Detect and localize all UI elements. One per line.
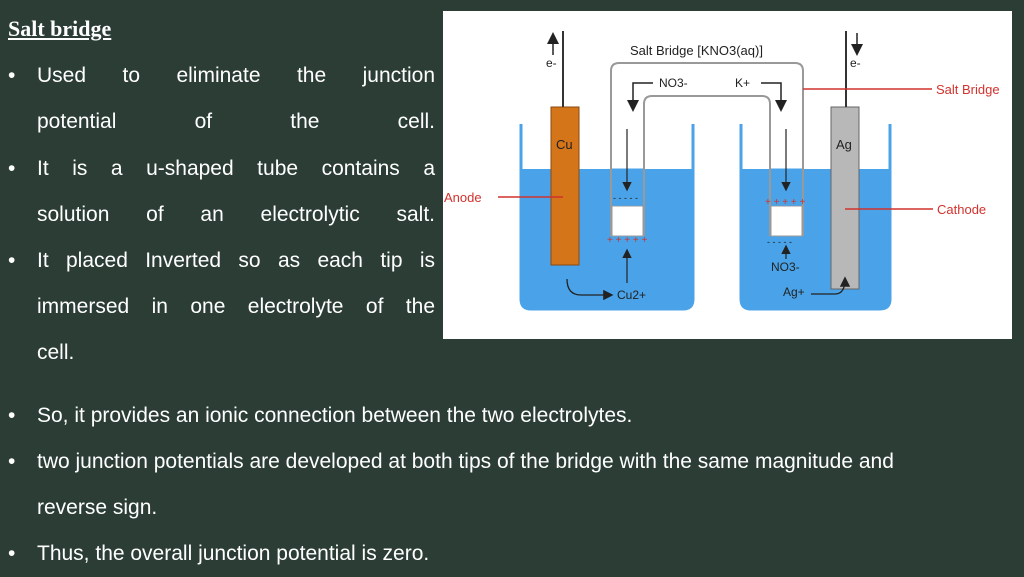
charges-left-top: - - - - -: [613, 193, 638, 203]
bullet-item: • It placed Inverted so as each tip is i…: [8, 238, 435, 376]
label-salt-bridge: Salt Bridge: [936, 82, 1000, 97]
bullet-item: • Used to eliminate the junction potenti…: [8, 53, 435, 145]
ion-ag: Ag+: [783, 285, 805, 299]
right-beaker: [739, 124, 892, 311]
ion-no3-bottom: NO3-: [771, 260, 800, 274]
bullet-text: It is a u-shaped tube contains a solutio…: [37, 157, 435, 226]
bullet-text: Used to eliminate the junction potential…: [37, 64, 435, 133]
bullet-item: • It is a u-shaped tube contains a solut…: [8, 146, 435, 238]
ion-cu: Cu2+: [617, 288, 646, 302]
bullet-dot: •: [8, 157, 16, 180]
electron-right-label: e-: [850, 56, 861, 70]
bullet-dot: •: [8, 542, 16, 565]
bullet-dot: •: [8, 64, 16, 87]
copper-electrode: [550, 106, 580, 266]
bullet-dot: •: [8, 249, 16, 272]
bullet-dot: •: [8, 404, 16, 427]
galvanic-cell-diagram: Cu Ag e- e- Salt Bridge [KNO3(aq)] NO3- …: [443, 11, 1012, 339]
bullet-dot: •: [8, 450, 16, 473]
charges-left-bottom: + + + + +: [607, 235, 647, 246]
charges-right-top: + + + + +: [765, 197, 805, 208]
electrode-cu-label: Cu: [556, 137, 573, 152]
salt-bridge-tube: [610, 62, 804, 237]
label-anode: Anode: [444, 190, 482, 205]
bullet-text: two junction potentials are developed at…: [37, 450, 894, 519]
ion-no3-top: NO3-: [659, 76, 688, 90]
electron-left-label: e-: [546, 56, 557, 70]
bullet-item: • Thus, the overall junction potential i…: [8, 531, 1018, 577]
bullet-item: • two junction potentials are developed …: [8, 439, 1018, 531]
bullet-item: • So, it provides an ionic connection be…: [8, 393, 1018, 439]
slide-title: Salt bridge: [8, 16, 112, 41]
bullet-text: It placed Inverted so as each tip is imm…: [37, 249, 435, 364]
salt-bridge-title: Salt Bridge [KNO3(aq)]: [630, 43, 763, 58]
ion-k-top: K+: [735, 76, 750, 90]
charges-right-bottom: - - - - -: [767, 237, 792, 247]
electrode-ag-label: Ag: [836, 137, 852, 152]
left-beaker: [519, 124, 695, 311]
bullet-text: Thus, the overall junction potential is …: [37, 542, 430, 565]
bullet-text: So, it provides an ionic connection betw…: [37, 404, 633, 427]
label-cathode: Cathode: [937, 202, 986, 217]
silver-electrode: [830, 106, 860, 290]
